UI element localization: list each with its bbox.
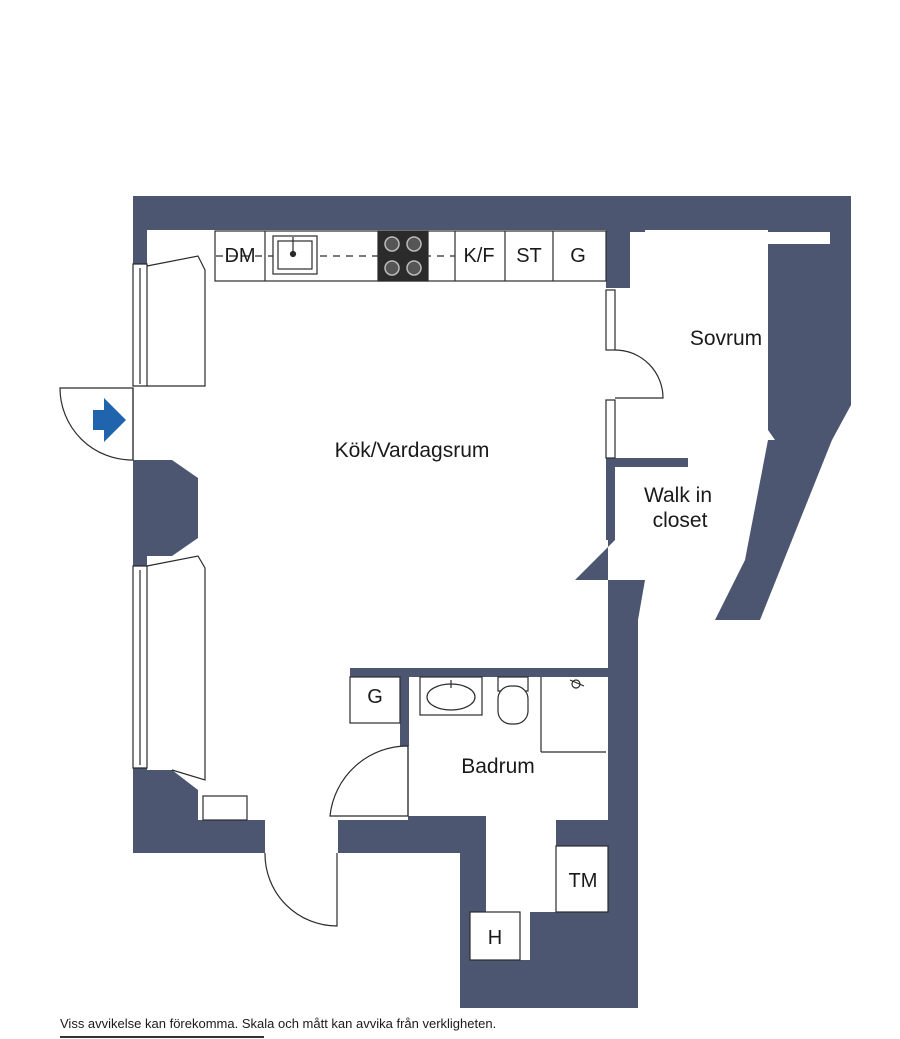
sink-icon bbox=[272, 235, 318, 275]
dryer-label: TM bbox=[569, 870, 598, 892]
bedroom-door bbox=[605, 289, 664, 459]
stove-icon bbox=[377, 230, 429, 282]
bedroom-label: Sovrum bbox=[690, 327, 762, 350]
entrance-arrow-icon bbox=[93, 398, 126, 442]
shower-icon bbox=[540, 677, 606, 753]
front-door bbox=[264, 852, 338, 927]
toilet-icon bbox=[497, 676, 529, 725]
wardrobe-g-hall-label: G bbox=[367, 686, 383, 708]
wardrobe-g-kitchen-label: G bbox=[570, 245, 586, 267]
room-labels: Kök/Vardagsrum Sovrum Walk in closet Bad… bbox=[335, 327, 763, 778]
bathroom-label: Badrum bbox=[461, 755, 535, 778]
hall-h-label: H bbox=[488, 927, 502, 949]
fixture-labels: DM K/F ST G G TM H bbox=[224, 245, 597, 949]
bathroom-fixtures bbox=[329, 676, 606, 817]
disclaimer-text: Viss avvikelse kan förekomma. Skala och … bbox=[60, 1016, 497, 1031]
fridge-freezer-label: K/F bbox=[463, 245, 494, 267]
shoe-cabinet bbox=[202, 795, 248, 821]
dishwasher-label: DM bbox=[224, 245, 255, 267]
entrance-door bbox=[59, 387, 134, 461]
walls bbox=[133, 196, 851, 1008]
kitchen-counter bbox=[214, 230, 607, 282]
living-room-label: Kök/Vardagsrum bbox=[335, 439, 490, 462]
closet-st-label: ST bbox=[516, 245, 542, 267]
wash-basin-icon bbox=[419, 676, 483, 716]
wardrobe-hall bbox=[349, 676, 401, 724]
utility-boxes bbox=[469, 845, 609, 961]
scale-bar bbox=[60, 1036, 264, 1038]
closet-label-line1: Walk in bbox=[644, 484, 712, 507]
windows bbox=[132, 255, 206, 781]
closet-label-line2: closet bbox=[653, 509, 708, 532]
